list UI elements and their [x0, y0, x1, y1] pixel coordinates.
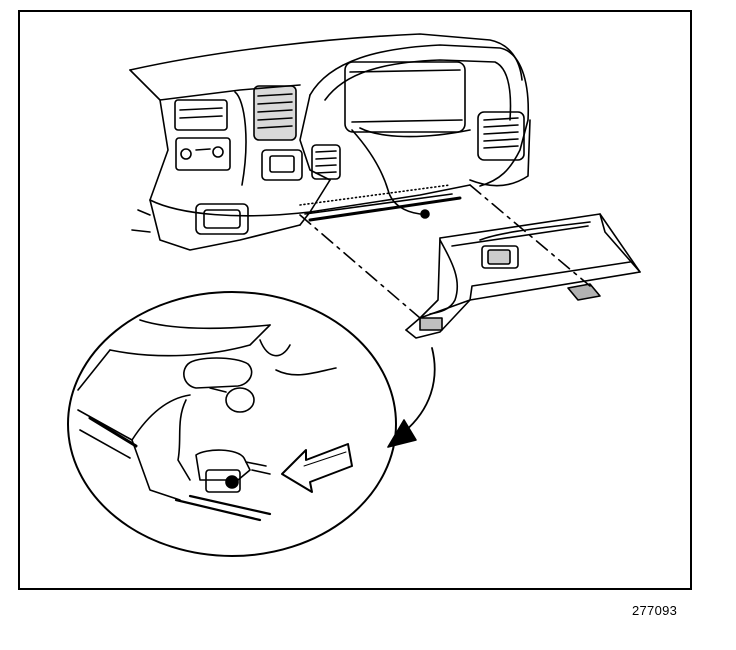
glove-box-icon: [405, 213, 641, 339]
dashboard-icon: [129, 33, 531, 251]
detail-circle-icon: [67, 291, 397, 557]
figure-number: 277093: [632, 603, 678, 618]
retaining-cable-icon: [351, 129, 459, 315]
alignment-lines: [299, 184, 591, 319]
hinge-pin-icon: [77, 319, 353, 522]
